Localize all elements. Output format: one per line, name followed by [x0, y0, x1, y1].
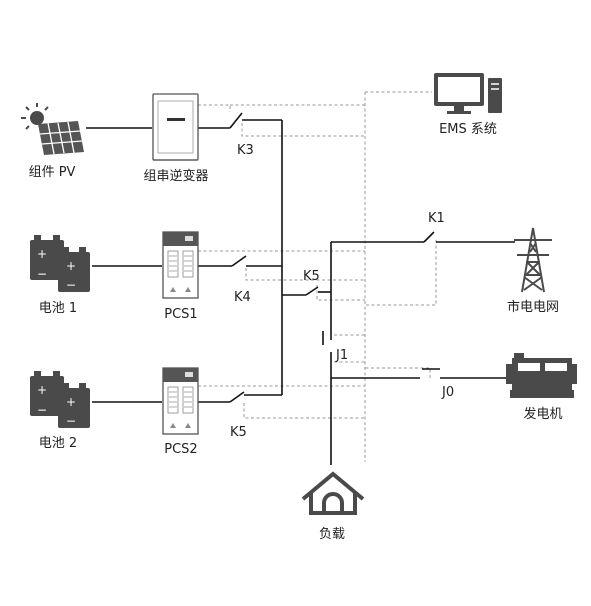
- minus-sign: −: [66, 414, 76, 428]
- k1-label: K1: [428, 211, 445, 226]
- power-lines: [86, 112, 515, 465]
- generator-icon: [506, 353, 577, 398]
- grid-label: 市电电网: [507, 299, 559, 315]
- load-label: 负载: [319, 527, 345, 542]
- pcs1-label: PCS1: [164, 307, 197, 322]
- k3-switch-blade: [229, 112, 243, 129]
- plus-sign: +: [37, 247, 47, 261]
- k3-label: K3: [237, 143, 254, 158]
- pcs2-label: PCS2: [164, 442, 197, 457]
- battery1-label: 电池 1: [39, 301, 77, 316]
- k1-switch-blade: [423, 231, 435, 243]
- pcs-cabinet-icon: [162, 231, 199, 299]
- generator-label: 发电机: [523, 406, 562, 422]
- string-inverter-label: 组串逆变器: [143, 168, 208, 184]
- battery2-label: 电池 2: [39, 436, 77, 451]
- k5-lower-switch-blade: [229, 391, 245, 403]
- minus-sign: −: [37, 267, 47, 281]
- battery-icon: + − + −: [30, 371, 90, 428]
- plus-sign: +: [66, 259, 76, 273]
- solar-panel-icon: [21, 103, 84, 155]
- j1-label: J1: [335, 348, 348, 363]
- plus-sign: +: [66, 395, 76, 409]
- k4-switch-blade: [231, 255, 247, 267]
- ems-label: EMS 系统: [439, 122, 497, 137]
- plus-sign: +: [37, 383, 47, 397]
- battery-icon: + − + −: [30, 235, 90, 292]
- k5-upper-label: K5: [303, 269, 320, 284]
- transmission-tower-icon: [514, 227, 552, 293]
- minus-sign: −: [37, 403, 47, 417]
- minus-sign: −: [66, 278, 76, 292]
- house-icon: [301, 471, 365, 515]
- k5-lower-label: K5: [230, 425, 247, 440]
- string-inverter-icon: [152, 93, 199, 161]
- pcs-cabinet-icon: [162, 367, 199, 435]
- k5-upper-switch-blade: [305, 286, 319, 296]
- pv-label: 组件 PV: [29, 165, 76, 180]
- j0-label: J0: [441, 385, 454, 400]
- computer-icon: [434, 73, 502, 114]
- k4-label: K4: [234, 290, 251, 305]
